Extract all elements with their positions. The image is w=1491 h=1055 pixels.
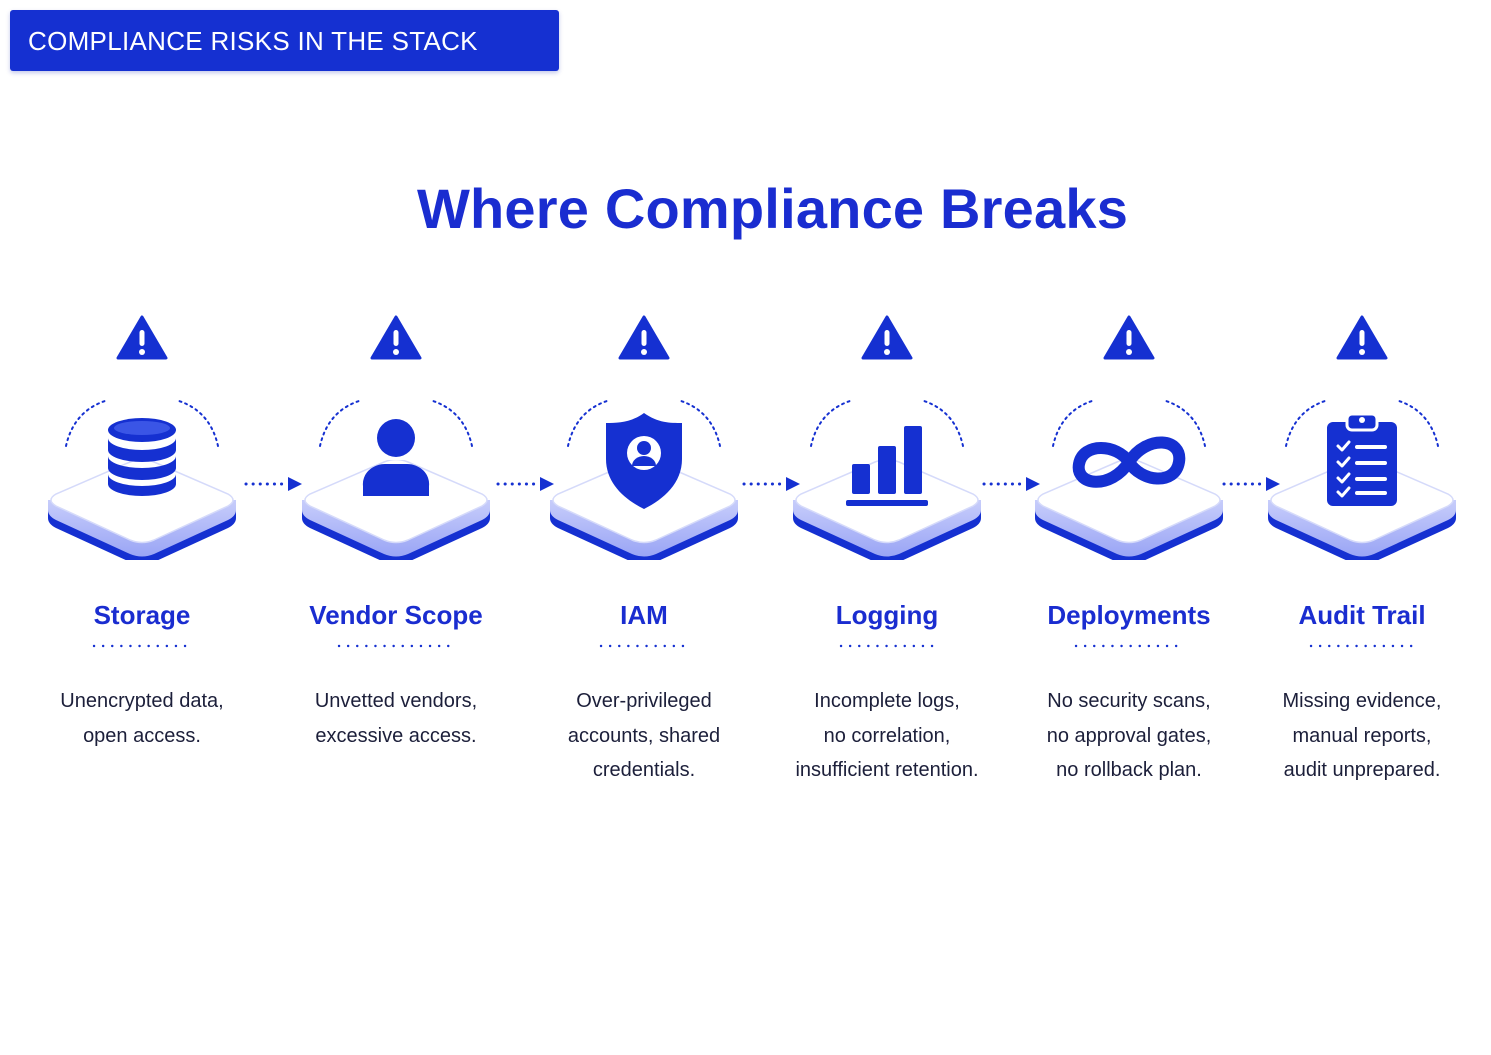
banner-text: COMPLIANCE RISKS IN THE STACK (28, 26, 478, 56)
database-icon (108, 418, 176, 496)
description-line: no rollback plan. (1056, 759, 1202, 781)
signal-arcs (65, 399, 219, 447)
signal-arcs (1285, 399, 1439, 447)
step-description: Unencrypted data, open access. (22, 684, 262, 753)
warning-icon (116, 315, 168, 360)
page-title: Where Compliance Breaks (416, 177, 1129, 240)
platform-tile (48, 460, 236, 560)
description-line: No security scans, (1047, 690, 1211, 712)
bar-chart-icon (846, 426, 928, 506)
description-line: manual reports, (1292, 724, 1432, 747)
arrow-right-icon (742, 477, 800, 491)
warning-icon (1336, 315, 1388, 360)
step-description: Incomplete logs, no correlation, insuffici… (767, 684, 1007, 788)
description-line: no correlation, (823, 724, 951, 747)
infinity-icon (1072, 436, 1186, 488)
step-description: Over-privileged accounts, shared credentia… (524, 684, 764, 788)
platform-tile (302, 460, 490, 560)
arrow-right-icon (1222, 477, 1280, 491)
dotted-divider (337, 644, 455, 648)
signal-arcs (567, 399, 721, 447)
clipboard-checklist-icon (1327, 412, 1397, 506)
dotted-divider (92, 644, 192, 648)
description-line: excessive access. (315, 724, 477, 747)
description-line: credentials. (592, 759, 696, 781)
warning-icon (861, 315, 913, 360)
step-label: Logging (835, 600, 939, 630)
dotted-divider (1074, 644, 1184, 648)
signal-arcs (319, 399, 473, 447)
description-line: Missing evidence, (1282, 690, 1442, 712)
description-line: insufficient retention. (795, 759, 979, 781)
step-description: Missing evidence, manual reports, audit un… (1242, 684, 1482, 788)
description-line: Over-privileged (576, 690, 712, 712)
step-description: No security scans, no approval gates, no r… (1009, 684, 1249, 788)
signal-arcs (1052, 399, 1206, 447)
dotted-divider (599, 644, 689, 648)
arrow-right-icon (496, 477, 554, 491)
description-line: no approval gates, (1046, 724, 1212, 747)
description-line: Incomplete logs, (814, 690, 960, 712)
dotted-divider (1309, 644, 1415, 648)
description-line: accounts, shared (567, 724, 721, 747)
signal-arcs (810, 399, 964, 447)
description-line: Unencrypted data, (60, 690, 224, 712)
step-label: IAM (620, 600, 668, 630)
user-icon (362, 419, 430, 496)
description-line: open access. (83, 724, 201, 747)
description-line: audit unprepared. (1283, 759, 1441, 781)
step-iam: IAM Over-privileged accounts, shared creden… (524, 300, 764, 800)
header-banner: COMPLIANCE RISKS IN THE STACK (10, 10, 559, 71)
dotted-divider (839, 644, 935, 648)
step-label: Deployments (1047, 600, 1211, 630)
warning-icon (618, 315, 670, 360)
shield-user-icon (606, 413, 682, 509)
arrow-right-icon (244, 477, 302, 491)
step-description: Unvetted vendors, excessive access. (276, 684, 516, 753)
step-label: Vendor Scope (309, 600, 483, 630)
warning-icon (370, 315, 422, 360)
warning-icon (1103, 315, 1155, 360)
step-label: Storage (93, 600, 191, 630)
step-label: Audit Trail (1298, 600, 1426, 630)
description-line: Unvetted vendors, (314, 690, 478, 712)
arrow-right-icon (982, 477, 1040, 491)
step-deployments: Deployments No security scans, no approval… (1009, 300, 1249, 800)
